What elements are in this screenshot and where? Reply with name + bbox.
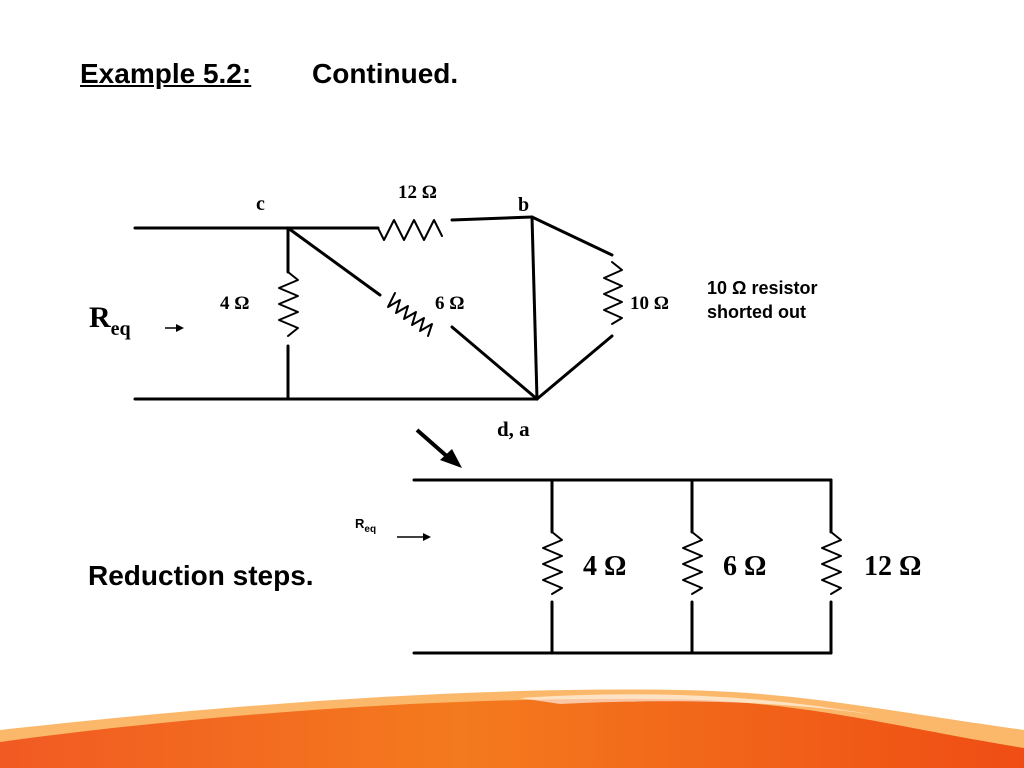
resistor-12-zigzag: [377, 219, 443, 241]
node-b-label: b: [518, 194, 529, 216]
resistor-4-label: 4 Ω: [220, 293, 249, 314]
node-c-label: c: [256, 193, 265, 215]
bottom-banner: [0, 689, 1024, 768]
shorted-note: 10 Ω resistor shorted out: [707, 276, 818, 324]
wire-b-da: [530, 215, 539, 401]
req-arrow-2: [397, 533, 431, 541]
req-label-2: Req: [355, 516, 376, 535]
title-text: Continued.: [312, 58, 459, 89]
branch-4-zigzag: [542, 531, 563, 595]
title-label: Example 5.2:: [80, 58, 252, 89]
req-sub-1: eq: [111, 318, 131, 340]
req-sub-2: eq: [364, 524, 376, 535]
req-arrow-1: [165, 324, 184, 332]
branch-6-zigzag: [682, 531, 703, 595]
shorted-note-line1: 10 Ω resistor: [707, 278, 818, 298]
req-label-1: Req: [89, 301, 131, 340]
reduced-resistor-12-label: 12 Ω: [864, 551, 921, 582]
resistor-6-zigzag: [387, 292, 433, 337]
reduction-steps-text: Reduction steps.: [88, 560, 314, 591]
circuit-original: [133, 215, 623, 401]
resistor-10-zigzag: [603, 261, 623, 325]
wire-10-lower: [535, 334, 614, 401]
branch-12-zigzag: [821, 531, 842, 595]
req-main-2: R: [355, 516, 365, 531]
resistor-6-label: 6 Ω: [435, 293, 464, 314]
reduced-resistor-4-label: 4 Ω: [583, 551, 626, 582]
wire-top-right: [450, 215, 534, 222]
shorted-note-line2: shorted out: [707, 302, 806, 322]
wire-10-upper: [530, 215, 614, 257]
reduction-arrow: [415, 428, 462, 468]
reduced-resistor-6-label: 6 Ω: [723, 551, 766, 582]
resistor-10-label: 10 Ω: [630, 293, 669, 314]
req-main-1: R: [89, 301, 111, 334]
circuit-reduced: [412, 478, 842, 655]
wire-6-lower: [450, 325, 539, 401]
resistor-4-zigzag: [278, 271, 299, 337]
node-da-label: d, a: [497, 417, 530, 441]
resistor-12-label: 12 Ω: [398, 182, 437, 203]
wire-6-upper: [286, 226, 382, 297]
